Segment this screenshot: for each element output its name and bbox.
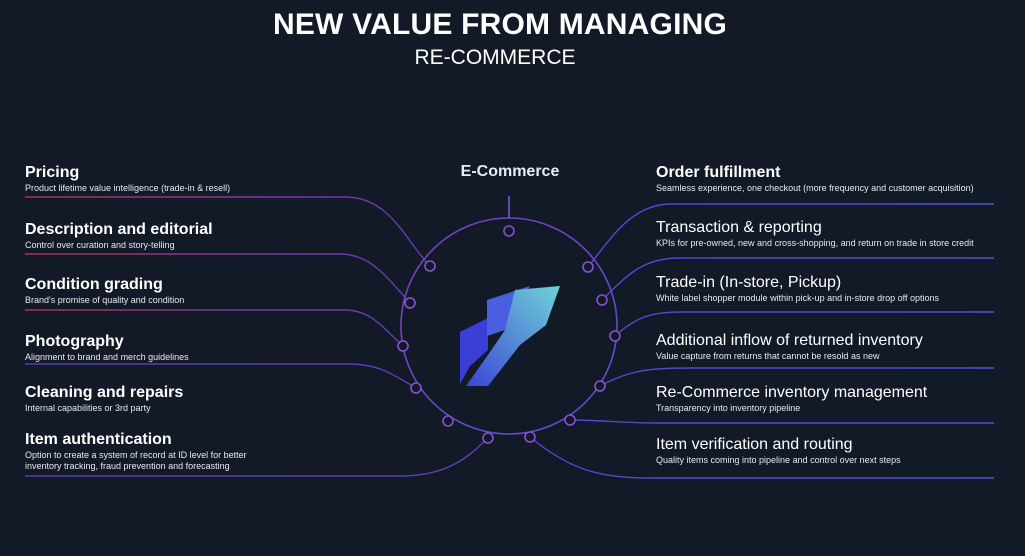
left-item-cleaning-repairs: Cleaning and repairs Internal capabiliti… — [25, 384, 355, 414]
connector-right-6 — [529, 436, 994, 479]
item-heading: Additional inflow of returned inventory — [656, 332, 923, 349]
item-description: Brand's promise of quality and condition — [25, 295, 185, 305]
item-description: Alignment to brand and merch guidelines — [25, 352, 189, 362]
item-heading: Item authentication — [25, 431, 172, 448]
item-description: Control over curation and story-telling — [25, 240, 175, 250]
item-description: Quality items coming into pipeline and c… — [656, 455, 901, 465]
ring-node-right-2 — [596, 294, 608, 306]
connector-right-5 — [569, 419, 994, 424]
connector-left-6 — [25, 437, 489, 477]
page-subtitle: RE-COMMERCE — [414, 46, 576, 69]
right-item-returned-inventory: Additional inflow of returned inventory … — [656, 332, 996, 362]
logo-icon — [460, 286, 560, 386]
item-description: Value capture from returns that cannot b… — [656, 351, 880, 361]
right-item-transaction-reporting: Transaction & reporting KPIs for pre-own… — [656, 219, 1001, 249]
item-heading: Trade-in (In-store, Pickup) — [656, 274, 842, 291]
ring-node-left-2 — [404, 297, 416, 309]
ring-node-left-1 — [424, 260, 436, 272]
left-item-pricing: Pricing Product lifetime value intellige… — [25, 164, 355, 194]
item-description: Product lifetime value intelligence (tra… — [25, 183, 231, 193]
ring-node-right-1 — [582, 261, 594, 273]
connector-right-1 — [587, 203, 994, 268]
ring-node-left-6 — [482, 432, 494, 444]
item-heading: Photography — [25, 333, 124, 350]
ring-node-left-3 — [397, 340, 409, 352]
item-heading: Item verification and routing — [656, 436, 853, 453]
connector-left-1 — [25, 196, 431, 267]
left-item-description-editorial: Description and editorial Control over c… — [25, 221, 355, 251]
ring-node-right-6 — [524, 431, 536, 443]
item-heading: Transaction & reporting — [656, 219, 822, 236]
right-item-inventory-management: Re-Commerce inventory management Transpa… — [656, 384, 996, 414]
right-item-order-fulfillment: Order fulfillment Seamless experience, o… — [656, 164, 996, 194]
left-item-photography: Photography Alignment to brand and merch… — [25, 333, 355, 363]
item-heading: Order fulfillment — [656, 164, 781, 181]
item-description: White label shopper module within pick-u… — [656, 293, 939, 303]
item-description: Seamless experience, one checkout (more … — [656, 183, 974, 193]
ring-node-top — [503, 225, 515, 237]
item-heading: Re-Commerce inventory management — [656, 384, 928, 401]
connector-left-2 — [25, 253, 411, 304]
item-heading: Condition grading — [25, 276, 163, 293]
item-description: Internal capabilities or 3rd party — [25, 403, 151, 413]
item-description: KPIs for pre-owned, new and cross-shoppi… — [656, 238, 974, 248]
page-title: NEW VALUE FROM MANAGING — [272, 8, 727, 41]
ring-node-left-4 — [410, 382, 422, 394]
item-heading: Cleaning and repairs — [25, 384, 184, 401]
right-item-verification-routing: Item verification and routing Quality it… — [656, 436, 996, 466]
connector-left-4 — [25, 363, 417, 389]
item-description: Transparency into inventory pipeline — [656, 403, 801, 413]
connector-right-3 — [614, 311, 994, 337]
right-item-trade-in: Trade-in (In-store, Pickup) White label … — [656, 274, 996, 304]
item-heading: Description and editorial — [25, 221, 213, 238]
left-item-authentication: Item authentication Option to create a s… — [25, 431, 270, 472]
item-description: Option to create a system of record at I… — [25, 450, 247, 471]
connector-right-4 — [599, 367, 994, 387]
connector-right-2 — [601, 257, 994, 301]
ecommerce-label: E-Commerce — [460, 163, 560, 180]
ring-node-right-5 — [564, 414, 576, 426]
connector-left-3 — [25, 309, 404, 347]
item-heading: Pricing — [25, 164, 80, 181]
ring-node-right-4 — [594, 380, 606, 392]
ring-node-left-5 — [442, 415, 454, 427]
left-item-condition-grading: Condition grading Brand's promise of qua… — [25, 276, 355, 306]
ring-node-right-3 — [609, 330, 621, 342]
